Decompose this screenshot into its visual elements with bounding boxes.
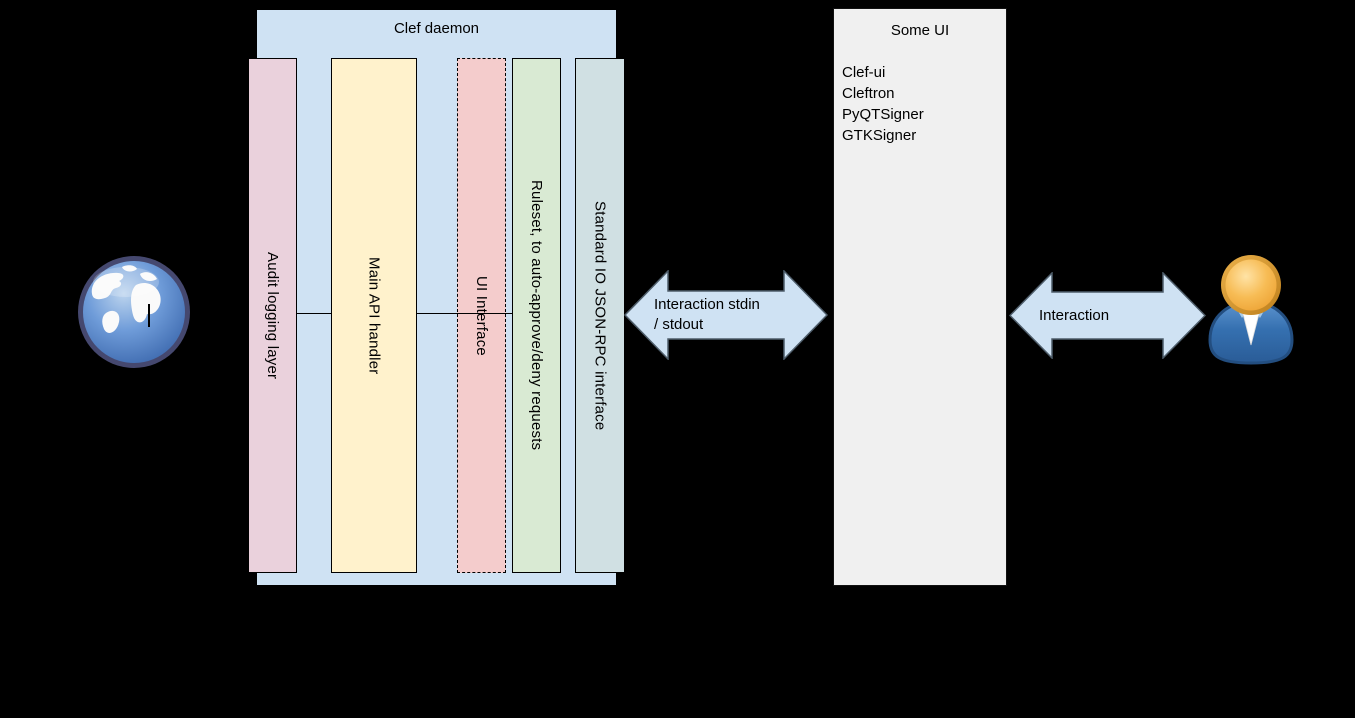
component-stdio-json-rpc: Standard IO JSON-RPC interface — [575, 58, 625, 573]
connector-line — [417, 313, 512, 314]
arrow-label-line1: Interaction stdin — [654, 296, 760, 313]
arrow-label-line1: Interaction — [1039, 306, 1110, 324]
component-main-api-handler: Main API handler — [331, 58, 417, 573]
some-ui-box — [833, 8, 1007, 586]
clef-daemon-box — [256, 9, 617, 586]
arrow-label: Interaction — [1039, 306, 1109, 326]
clef-daemon-title: Clef daemon — [393, 20, 480, 37]
list-item: Cleftron — [842, 85, 895, 102]
component-label: Ruleset, to auto-approve/deny requests — [528, 180, 545, 451]
list-item: GTKSigner — [842, 127, 917, 144]
list-item: Clef-ui — [842, 64, 886, 81]
component-label: Standard IO JSON-RPC interface — [591, 200, 609, 431]
component-audit-logging-layer: Audit logging layer — [248, 58, 297, 573]
some-ui-title: Some UI — [890, 22, 950, 39]
component-label: UI Interface — [473, 275, 490, 356]
connector-line — [297, 313, 332, 314]
double-arrow-icon — [1009, 272, 1206, 359]
list-item: PyQTSigner — [842, 106, 924, 123]
component-ui-interface: UI Interface — [457, 58, 506, 573]
arrow-user-interaction: Interaction — [1009, 272, 1206, 359]
arrow-label: Interaction stdin / stdout — [654, 295, 760, 335]
component-label: Main API handler — [365, 256, 383, 375]
connector-tick-line — [148, 304, 150, 327]
ui-implementations-list: Clef-ui Cleftron PyQTSigner GTKSigner — [842, 62, 1002, 146]
globe-icon — [78, 256, 190, 368]
arrow-stdin-stdout: Interaction stdin / stdout — [624, 270, 828, 360]
component-ruleset: Ruleset, to auto-approve/deny requests — [512, 58, 561, 573]
double-arrow-icon — [624, 270, 828, 360]
arrow-label-line2: / stdout — [654, 316, 704, 333]
user-icon — [1208, 255, 1294, 365]
component-label: Audit logging layer — [264, 251, 281, 380]
